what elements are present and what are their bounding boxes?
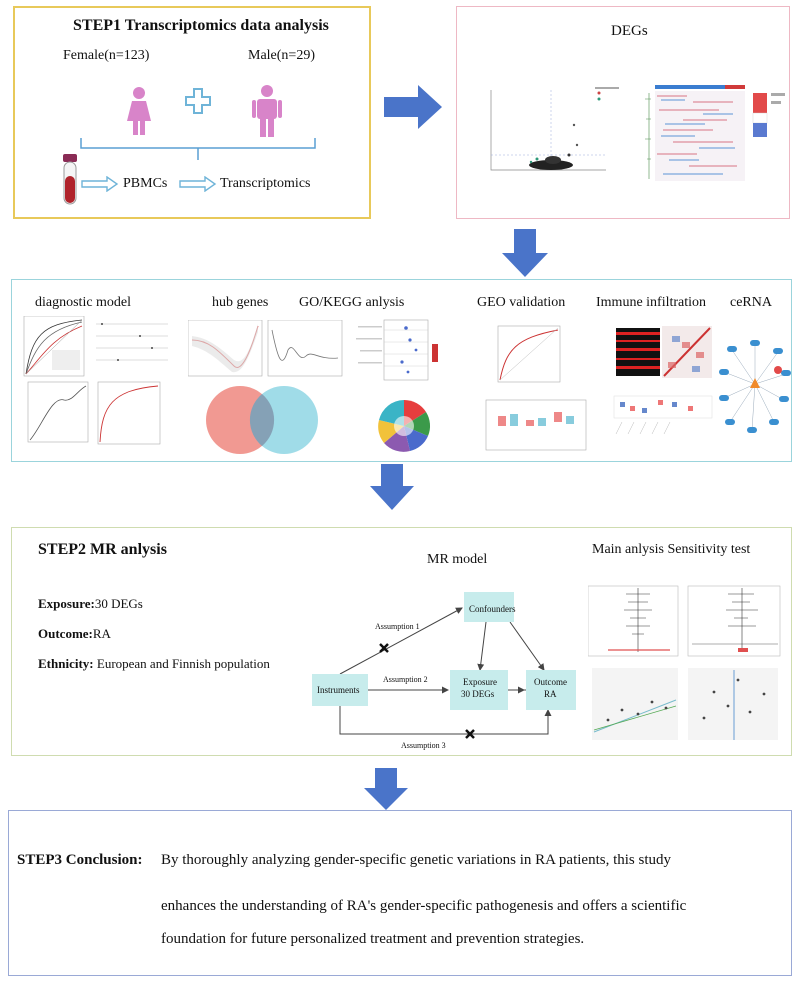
male-label: Male(n=29) xyxy=(248,48,315,63)
arrow-degs-to-analyses xyxy=(502,229,548,277)
sensitivity-test-thumbnail xyxy=(588,585,781,740)
heatmap-thumbnail xyxy=(643,79,789,189)
male-icon xyxy=(252,85,282,137)
mr-model-title: MR model xyxy=(427,552,488,567)
female-icon xyxy=(127,87,151,135)
exposure-node-line2: 30 DEGs xyxy=(461,689,495,699)
transcriptomics-label: Transcriptomics xyxy=(220,176,311,191)
confounders-node: Confounders xyxy=(469,604,516,614)
female-label: Female(n=123) xyxy=(63,48,150,63)
group-bracket xyxy=(80,138,316,160)
arrow-to-transcriptomics xyxy=(179,176,217,192)
outcome-row: Outcome:RA xyxy=(38,626,111,642)
instruments-node: Instruments xyxy=(317,685,360,695)
violation-mark-3 xyxy=(465,729,475,739)
go-kegg-thumbnail xyxy=(356,319,438,452)
step1-title: STEP1 Transcriptomics data analysis xyxy=(73,17,329,34)
violation-mark-1 xyxy=(379,643,389,653)
exposure-node-line1: Exposure xyxy=(463,677,497,687)
geo-validation-thumbnail xyxy=(485,325,587,451)
go-kegg-label: GO/KEGG anlysis xyxy=(299,295,405,310)
exposure-row: Exposure:30 DEGs xyxy=(38,596,143,612)
hub-genes-thumbnail xyxy=(188,320,343,454)
immune-infiltration-thumbnail xyxy=(613,326,713,435)
conclusion-line-3: foundation for future personalized treat… xyxy=(161,931,585,947)
ethnicity-label: Ethnicity: xyxy=(38,656,94,671)
immune-infiltration-label: Immune infiltration xyxy=(596,295,707,310)
step1-panel: STEP1 Transcriptomics data analysis Fema… xyxy=(13,6,371,219)
arrow-to-pbmcs xyxy=(81,176,119,192)
geo-validation-label: GEO validation xyxy=(477,295,566,310)
outcome-label: Outcome: xyxy=(38,626,93,641)
hub-genes-label: hub genes xyxy=(212,295,269,310)
step3-panel: STEP3 Conclusion: By thoroughly analyzin… xyxy=(8,810,792,976)
exposure-label: Exposure: xyxy=(38,596,95,611)
diagnostic-model-thumbnail xyxy=(23,316,170,445)
blood-tube-icon xyxy=(63,154,77,205)
degs-title: DEGs xyxy=(611,23,648,39)
degs-panel: DEGs xyxy=(456,6,790,219)
ethnicity-row: Ethnicity: European and Finnish populati… xyxy=(38,656,270,672)
pbmcs-label: PBMCs xyxy=(123,176,168,191)
cerna-label: ceRNA xyxy=(730,295,772,310)
conclusion-line-2: enhances the understanding of RA's gende… xyxy=(161,898,687,914)
outcome-node-line1: Outcome xyxy=(534,677,567,687)
assumption-1-label: Assumption 1 xyxy=(375,622,420,631)
arrow-analyses-to-step2 xyxy=(370,464,414,510)
step3-label: STEP3 Conclusion: xyxy=(17,852,143,868)
main-analysis-title: Main anlysis Sensitivity test xyxy=(592,542,751,557)
outcome-node-line2: RA xyxy=(544,689,557,699)
step2-title: STEP2 MR anlysis xyxy=(38,541,167,558)
arrow-step2-to-step3 xyxy=(364,768,408,810)
assumption-2-label: Assumption 2 xyxy=(383,675,428,684)
exposure-value: 30 DEGs xyxy=(94,596,143,611)
mr-model-diagram xyxy=(312,592,576,739)
outcome-value: RA xyxy=(92,626,111,641)
ethnicity-value: European and Finnish population xyxy=(93,656,270,671)
cerna-network-thumbnail xyxy=(719,340,791,433)
plus-icon xyxy=(185,88,211,114)
conclusion-line-1: By thoroughly analyzing gender-specific … xyxy=(161,852,672,868)
volcano-plot-thumbnail xyxy=(481,85,621,185)
analyses-panel: diagnostic model hub genes GO/KEGG anlys… xyxy=(11,279,792,462)
diagnostic-model-label: diagnostic model xyxy=(35,295,132,310)
assumption-3-label: Assumption 3 xyxy=(401,741,446,750)
arrow-step1-to-degs xyxy=(384,85,442,129)
step2-panel: STEP2 MR anlysis Exposure:30 DEGs Outcom… xyxy=(11,527,792,756)
